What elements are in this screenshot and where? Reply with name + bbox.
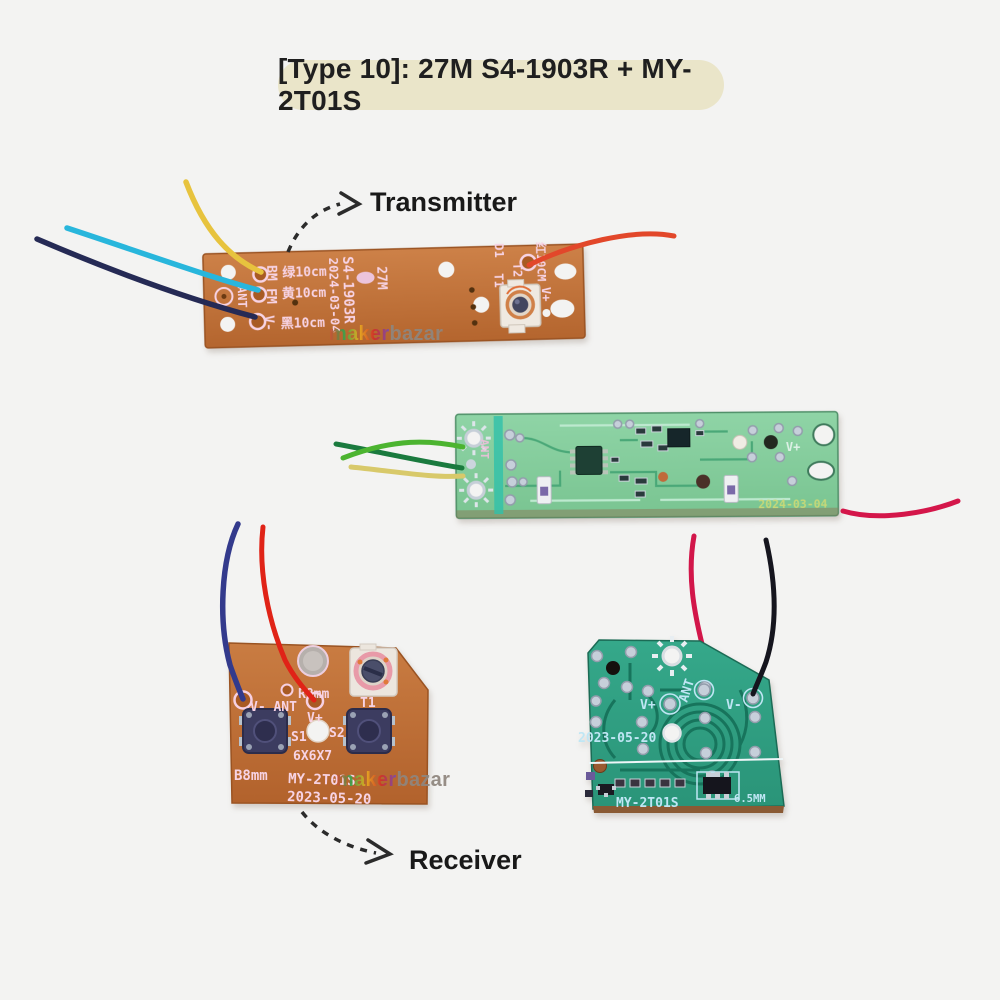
- rxf-s2-label: S2: [329, 726, 345, 741]
- rf-date-label: 2024-03-04: [758, 497, 827, 511]
- arrowhead-icon: [364, 838, 394, 865]
- rf-white-smd: [536, 474, 739, 505]
- rf-transistor: [667, 428, 691, 448]
- receiver-arrow: [300, 810, 394, 865]
- tx-vminus-label: V-: [260, 315, 275, 331]
- tx-freq-label: 27M: [373, 266, 389, 290]
- rxf-vplus-label: V+: [307, 711, 323, 726]
- tx-fm-label: FM: [263, 288, 278, 304]
- tx-green-wire-label: 绿10cm: [282, 264, 327, 281]
- rxf-b8mm-label: B8mm: [234, 768, 268, 784]
- rx-black-component: [606, 661, 620, 675]
- transmitter-holes: [220, 261, 577, 332]
- watermark: makerbazar: [336, 769, 450, 792]
- rx-back-vminus-label: V-: [726, 698, 742, 713]
- navy-wire: [34, 236, 258, 320]
- rxf-switch-s1: [239, 708, 291, 754]
- rx-back-date-label: 2023-05-20: [578, 731, 656, 746]
- rx-back-silkscreen: ANT V+ V- 2023-05-20 MY-2T01S 6.5MM: [578, 677, 766, 811]
- rx-ic-chip: [696, 771, 740, 800]
- rxf-red-wire: [259, 524, 317, 703]
- rx-back-sun-pad: [652, 636, 692, 676]
- trimmer-coil: [499, 279, 542, 334]
- rxf-vminus-ant-label: V- ANT: [250, 700, 297, 715]
- watermark-maker: maker: [329, 323, 390, 345]
- rf-smd-components: [610, 425, 705, 498]
- tx-bm-label: BM: [263, 265, 278, 281]
- rxf-model-label: MY-2T01S: [288, 771, 356, 789]
- tx-t1-label: T1: [491, 273, 505, 288]
- watermark-maker: maker: [336, 769, 397, 791]
- rxf-ant-pad: [280, 683, 294, 697]
- page-title: [Type 10]: 27M S4-1903R + MY-2T01S: [278, 53, 692, 116]
- tx-date-label: 2024-03-04: [326, 257, 343, 333]
- rx-back-model-label: MY-2T01S: [616, 796, 679, 811]
- tx-vplus-label: V+: [539, 287, 553, 302]
- watermark-bazar: bazar: [389, 323, 444, 345]
- rxf-t1-label: T1: [360, 696, 376, 711]
- rxf-s1-label: S1: [291, 730, 307, 745]
- tx-t2-label: T2: [510, 263, 524, 278]
- rxf-silkscreen: R8mm V- ANT V+ T1 S1 S2 6X6X7 B8mm MY-2T…: [234, 687, 376, 808]
- yellow-wire: [183, 179, 264, 275]
- rxf-blue-wire: [220, 521, 246, 702]
- dark-green-wire: [333, 441, 465, 471]
- rxf-trimmer: [349, 643, 398, 697]
- rx-copper-pad: [593, 759, 607, 773]
- cyan-wire: [64, 225, 261, 293]
- watermark: makerbazar: [329, 323, 443, 346]
- tx-model-label: S4-1903R: [339, 256, 357, 324]
- rx-smd-row: [614, 778, 686, 788]
- rf-ant-label: ANT: [478, 439, 491, 459]
- arrowhead-icon: [337, 191, 363, 216]
- tx-yellow-wire-label: 黄10cm: [282, 285, 327, 302]
- rx-center-hole: [662, 723, 682, 743]
- rf-vplus-label: V+: [786, 440, 801, 454]
- receiver-label: Receiver: [409, 845, 522, 875]
- rf-module-board: ANT: [454, 410, 840, 520]
- rx-back-ant-label: ANT: [677, 677, 699, 704]
- rxf-date-label: 2023-05-20: [287, 789, 372, 808]
- rx-red-wire: [688, 533, 706, 651]
- rf-right-oval-hole: [807, 460, 836, 481]
- rx-black-wire: [750, 537, 777, 697]
- ant-pad: [214, 286, 234, 306]
- rx-vplus-pad: [659, 693, 681, 715]
- tx-ant-label: ANT: [235, 286, 250, 308]
- transmitter-arrow: [286, 191, 363, 253]
- rxf-center-hole: [306, 719, 330, 743]
- pale-yellow-wire: [348, 464, 466, 479]
- rxf-switch-s2: [343, 708, 395, 754]
- rx-transistor: [596, 784, 616, 797]
- rx-back-vplus-label: V+: [640, 698, 656, 713]
- green-wire: [340, 439, 466, 461]
- rxf-switch-size-label: 6X6X7: [293, 749, 332, 764]
- tx-d1-label: D1: [492, 243, 506, 258]
- watermark-bazar: bazar: [396, 769, 451, 791]
- rf-red-wire: [840, 498, 961, 519]
- transmitter-silkscreen: ANT BM FM V- 绿10cm 黄10cm 黑10cm 2024-03-0…: [235, 242, 554, 333]
- tx-red-wire: [526, 231, 677, 268]
- rx-white-line: [588, 758, 784, 764]
- rf-pads: [504, 429, 528, 506]
- rf-right-hole: [812, 423, 836, 447]
- rf-round-components: [658, 434, 778, 489]
- title-badge: [Type 10]: 27M S4-1903R + MY-2T01S: [278, 53, 724, 116]
- tx-black-wire-label: 黑10cm: [281, 316, 326, 332]
- transmitter-label: Transmitter: [370, 187, 518, 217]
- rx-back-thickness-label: 6.5MM: [734, 793, 766, 805]
- rf-solder-joints: [612, 418, 804, 487]
- rx-ant-pad: [693, 679, 715, 701]
- transmitter-board: ANT BM FM V- 绿10cm 黄10cm 黑10cm 2024-03-0…: [202, 242, 586, 349]
- receiver-back-board: ANT V+ V- 2023-05-20 MY-2T01S 6.5MM: [578, 636, 785, 813]
- rf-ic-chip: [569, 445, 609, 475]
